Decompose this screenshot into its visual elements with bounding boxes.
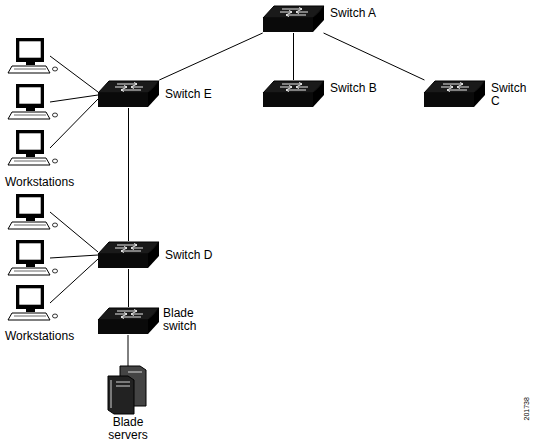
network-switch: Switch B xyxy=(262,80,325,108)
switch-label: Switch A xyxy=(330,7,400,20)
network-switch: Blade switch xyxy=(97,307,160,335)
switch-icon xyxy=(262,5,325,33)
network-link xyxy=(159,33,262,80)
switch-label: Switch B xyxy=(330,82,400,95)
blade-server-icon xyxy=(108,366,146,414)
network-switch: Switch E xyxy=(97,80,160,108)
network-switch: Switch D xyxy=(97,241,160,269)
network-switch: Switch C xyxy=(423,80,486,108)
switch-icon xyxy=(97,80,160,108)
switch-icon xyxy=(262,80,325,108)
switch-label: Switch C xyxy=(491,82,534,108)
network-link xyxy=(128,108,129,241)
group-label: Blade servers xyxy=(100,416,156,442)
group-label: Workstations xyxy=(5,330,95,343)
switch-icon xyxy=(97,307,160,335)
network-link xyxy=(324,33,425,80)
network-link xyxy=(128,269,129,307)
network-switch: Switch A xyxy=(262,5,325,33)
network-link xyxy=(293,33,294,80)
switch-label: Switch E xyxy=(165,88,235,101)
switch-icon xyxy=(423,80,486,108)
group-label: Workstations xyxy=(5,176,95,189)
figure-number: 201738 xyxy=(522,381,531,421)
switch-icon xyxy=(97,241,160,269)
switch-label: Switch D xyxy=(165,249,235,262)
switch-label: Blade switch xyxy=(163,307,209,333)
